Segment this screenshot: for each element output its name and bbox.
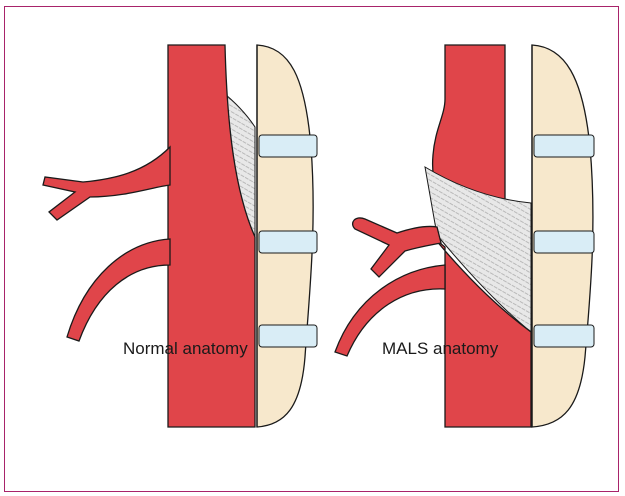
- mals-anatomy-diagram: [335, 45, 594, 427]
- disc-right-2: [534, 231, 594, 253]
- caption-mals-anatomy: MALS anatomy: [382, 339, 498, 359]
- disc-left-2: [259, 231, 317, 253]
- figure-frame: Normal anatomy MALS anatomy: [4, 6, 619, 492]
- anatomy-illustration: [5, 7, 620, 493]
- sma-left: [67, 239, 170, 341]
- disc-left-1: [259, 135, 317, 157]
- disc-right-1: [534, 135, 594, 157]
- disc-left-3: [259, 325, 317, 347]
- normal-anatomy-diagram: [43, 45, 317, 427]
- aorta-left: [168, 45, 255, 427]
- disc-right-3: [534, 325, 594, 347]
- celiac-trunk-left: [43, 147, 170, 220]
- caption-normal-anatomy: Normal anatomy: [123, 339, 248, 359]
